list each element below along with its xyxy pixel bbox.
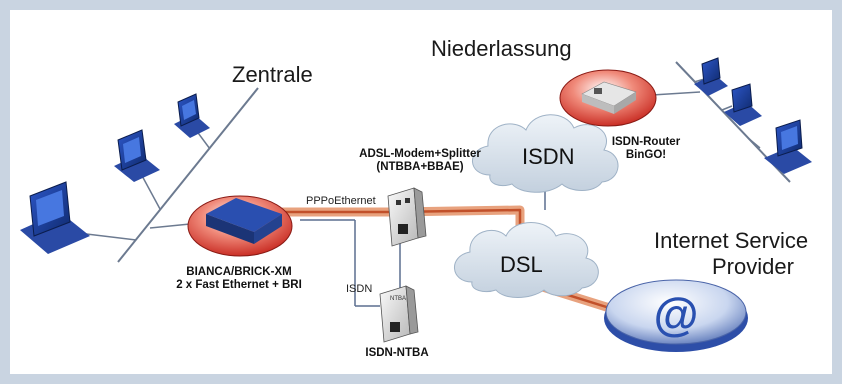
isdn-cloud-label: ISDN: [522, 144, 575, 169]
bianca-label: BIANCA/BRICK-XM 2 x Fast Ethernet + BRI: [164, 266, 314, 292]
dsl-cloud: [454, 222, 599, 298]
dsl-cloud-label: DSL: [500, 252, 543, 277]
isp-disc-icon: [604, 279, 748, 352]
niederlassung-label: Niederlassung: [431, 36, 572, 61]
computer-icon: [174, 93, 210, 138]
computer-icon: [114, 129, 160, 182]
isp-at-symbol: @: [654, 288, 699, 340]
bianca-router-icon: [187, 195, 293, 257]
ntba-device-text: NTBA: [390, 296, 406, 302]
bianca-label-line2: 2 x Fast Ethernet + BRI: [176, 279, 302, 291]
isp-label-line2: Provider: [712, 254, 794, 279]
computer-icon: [724, 83, 762, 126]
isdn-cloud: [472, 114, 619, 193]
adsl-modem-icon: [387, 187, 427, 247]
isdn-link-label: ISDN: [346, 283, 373, 295]
ntba-device-icon: [379, 285, 419, 343]
isdn-router-icon: [559, 69, 657, 127]
computer-icon: [694, 57, 728, 96]
bianca-label-line1: BIANCA/BRICK-XM: [186, 266, 292, 278]
isdn-router-label-line1: ISDN-Router: [611, 136, 681, 148]
ntba-label: ISDN-NTBA: [365, 347, 429, 359]
computer-icon: [764, 119, 812, 174]
modem-label-line2: (NTBBA+BBAE): [376, 161, 464, 173]
modem-label: ADSL-Modem+Splitter (NTBBA+BBAE): [340, 148, 500, 174]
pppoe-label: PPPoEthernet: [306, 195, 376, 207]
zentrale-label: Zentrale: [232, 62, 313, 87]
isp-label-line1: Internet Service: [654, 228, 809, 253]
modem-label-line1: ADSL-Modem+Splitter: [359, 148, 481, 160]
isdn-router-label-line2: BinGO!: [625, 149, 667, 161]
isdn-router-label: ISDN-Router BinGO!: [606, 136, 686, 162]
computer-icon: [20, 181, 90, 254]
